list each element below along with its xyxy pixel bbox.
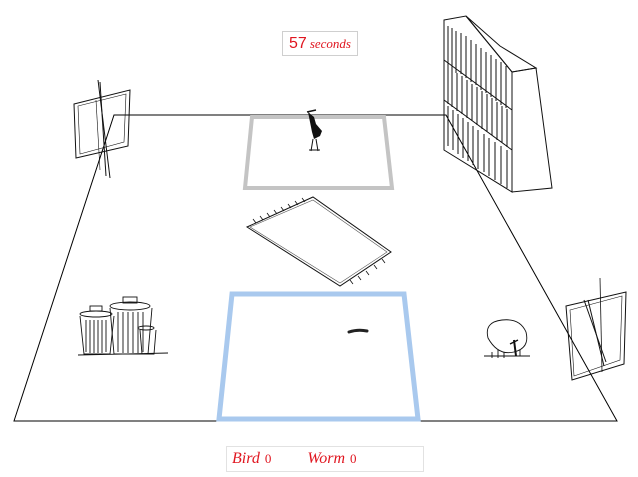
window-left-icon xyxy=(73,79,131,179)
timer-unit: seconds xyxy=(309,35,351,51)
bird-score-value: 0 xyxy=(264,451,272,466)
worm-zone[interactable] xyxy=(216,291,421,422)
worm-score-value: 0 xyxy=(350,451,357,466)
timer-value: 57 xyxy=(289,34,307,52)
bird-zone[interactable] xyxy=(242,115,395,190)
worm-score-label: Worm xyxy=(307,450,345,467)
tree-icon xyxy=(484,319,530,358)
rug-icon xyxy=(245,196,392,287)
score-display: Bird 0 Worm 0 xyxy=(226,446,424,472)
bird-icon[interactable] xyxy=(306,109,322,152)
worm-icon[interactable] xyxy=(347,328,369,334)
bird-score-label: Bird xyxy=(232,450,260,467)
window-right-icon xyxy=(565,277,627,381)
trash-cans-icon xyxy=(77,296,169,356)
timer-display: 57 seconds xyxy=(282,31,358,56)
bookshelf-icon xyxy=(443,15,553,193)
